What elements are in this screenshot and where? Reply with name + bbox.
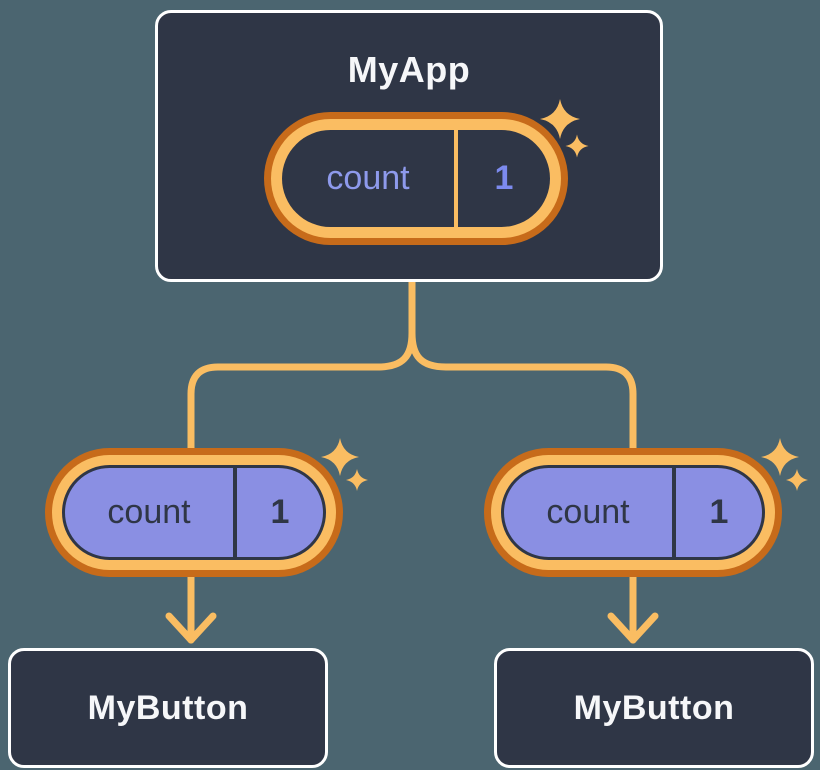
state-pill-body: count 1: [282, 130, 550, 227]
state-pill-divider: [454, 130, 458, 227]
prop-pill-ring: count 1: [52, 455, 336, 570]
mybutton-left-title: MyButton: [87, 688, 249, 727]
prop-pill-ring: count 1: [491, 455, 775, 570]
myapp-title: MyApp: [347, 49, 471, 90]
mybutton-right-component-box: MyButton: [494, 648, 814, 768]
prop-pill-left: count 1: [45, 448, 343, 577]
state-pill-label: count: [326, 159, 410, 197]
arrowhead-icon: [165, 612, 217, 644]
prop-pill-divider: [233, 468, 237, 557]
prop-pill-body: count 1: [62, 465, 326, 560]
arrowhead-icon: [607, 612, 659, 644]
state-pill-ring: count 1: [271, 119, 561, 238]
prop-pill-divider: [672, 468, 676, 557]
prop-pill-right: count 1: [484, 448, 782, 577]
connector-right-branch: [408, 277, 637, 644]
prop-pill-value: 1: [709, 493, 729, 531]
prop-pill-body: count 1: [501, 465, 765, 560]
prop-pill-label: count: [546, 493, 630, 531]
mybutton-left-component-box: MyButton: [8, 648, 328, 768]
prop-pill-label: count: [107, 493, 191, 531]
prop-pill-value: 1: [270, 493, 290, 531]
state-pill-value: 1: [494, 159, 514, 197]
state-pill: count 1: [264, 112, 568, 245]
mybutton-right-title: MyButton: [573, 688, 735, 727]
